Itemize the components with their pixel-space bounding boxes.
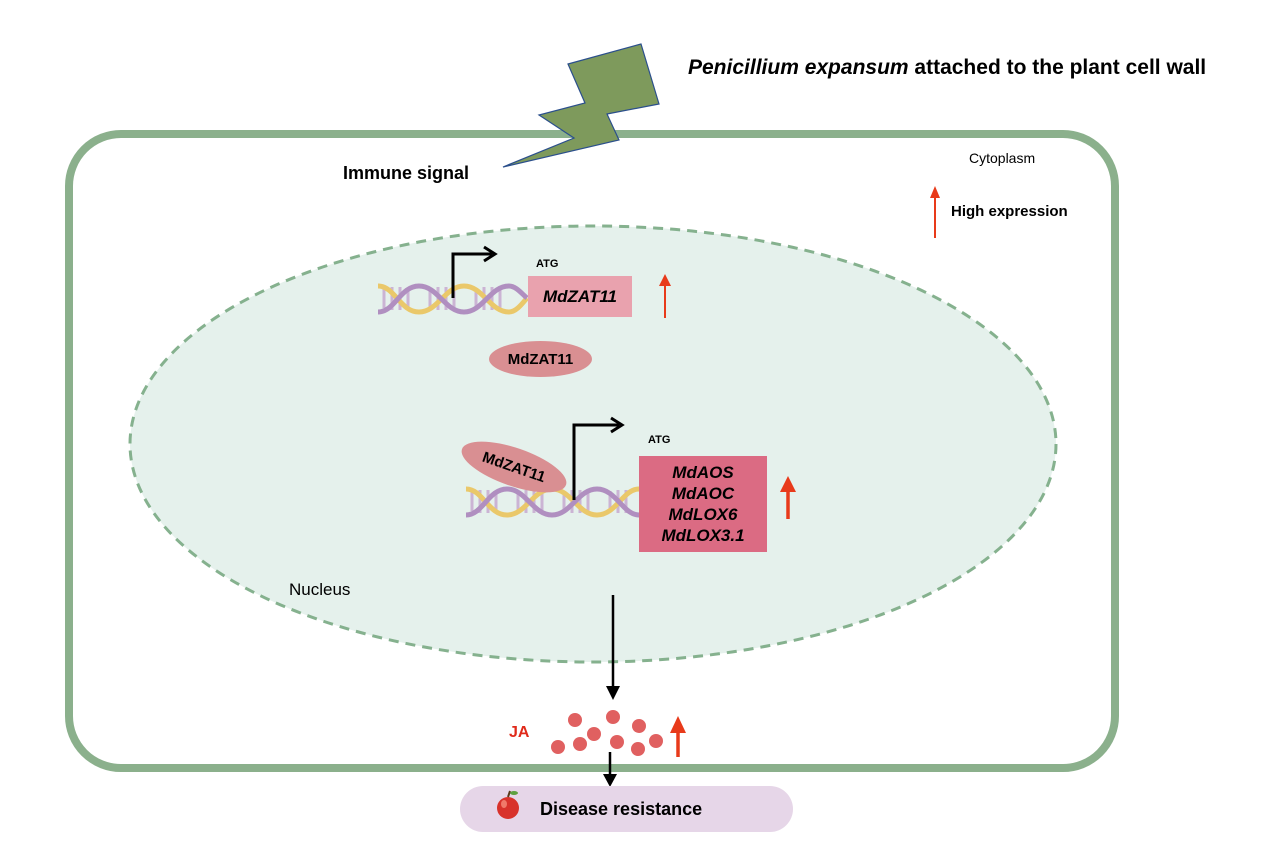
tss-arrowhead-top xyxy=(483,245,498,263)
title-organism: Penicillium expansum xyxy=(688,56,909,79)
tss-arrow-top xyxy=(451,252,492,298)
immune-signal-label: Immune signal xyxy=(343,163,470,183)
title-rest: attached to the plant cell wall xyxy=(908,56,1207,79)
pathogen-bolt xyxy=(502,43,660,168)
high-expression-legend-label: High expression xyxy=(951,203,1068,220)
disease-resistance-label: Disease resistance xyxy=(540,799,703,819)
target-genes-box: MdAOS MdAOC MdLOX6 MdLOX3.1 xyxy=(639,456,767,552)
title: Penicillium expansum attached to the pla… xyxy=(688,56,1206,80)
zat11-protein-label: MdZAT11 xyxy=(507,350,574,368)
dna-strand-top xyxy=(377,283,529,315)
tss-arrow-bottom xyxy=(572,423,619,500)
target-gene-lox6: MdLOX6 xyxy=(668,505,738,524)
up-arrow-ja xyxy=(670,716,686,757)
arrow-to-ja xyxy=(606,595,620,700)
up-arrow-legend xyxy=(930,186,940,238)
target-gene-aoc: MdAOC xyxy=(671,484,735,503)
cytoplasm-label: Cytoplasm xyxy=(969,150,1036,166)
up-arrow-targets xyxy=(780,476,796,519)
target-gene-aos: MdAOS xyxy=(672,463,734,482)
ja-particles xyxy=(551,710,663,756)
target-gene-lox3-1: MdLOX3.1 xyxy=(661,526,745,545)
nucleus-envelope xyxy=(128,224,1058,664)
zat11-gene-box: MdZAT11 xyxy=(528,276,632,317)
atg-label-bottom: ATG xyxy=(648,434,671,446)
atg-label-top: ATG xyxy=(536,258,559,270)
zat11-gene-label: MdZAT11 xyxy=(543,286,617,306)
nucleus-label: Nucleus xyxy=(289,580,351,599)
arrow-to-disease-resistance xyxy=(603,752,617,787)
ja-label: JA xyxy=(509,724,530,741)
up-arrow-zat11 xyxy=(659,274,671,318)
zat11-protein: MdZAT11 xyxy=(489,341,592,377)
tss-arrowhead-bottom xyxy=(610,416,625,434)
